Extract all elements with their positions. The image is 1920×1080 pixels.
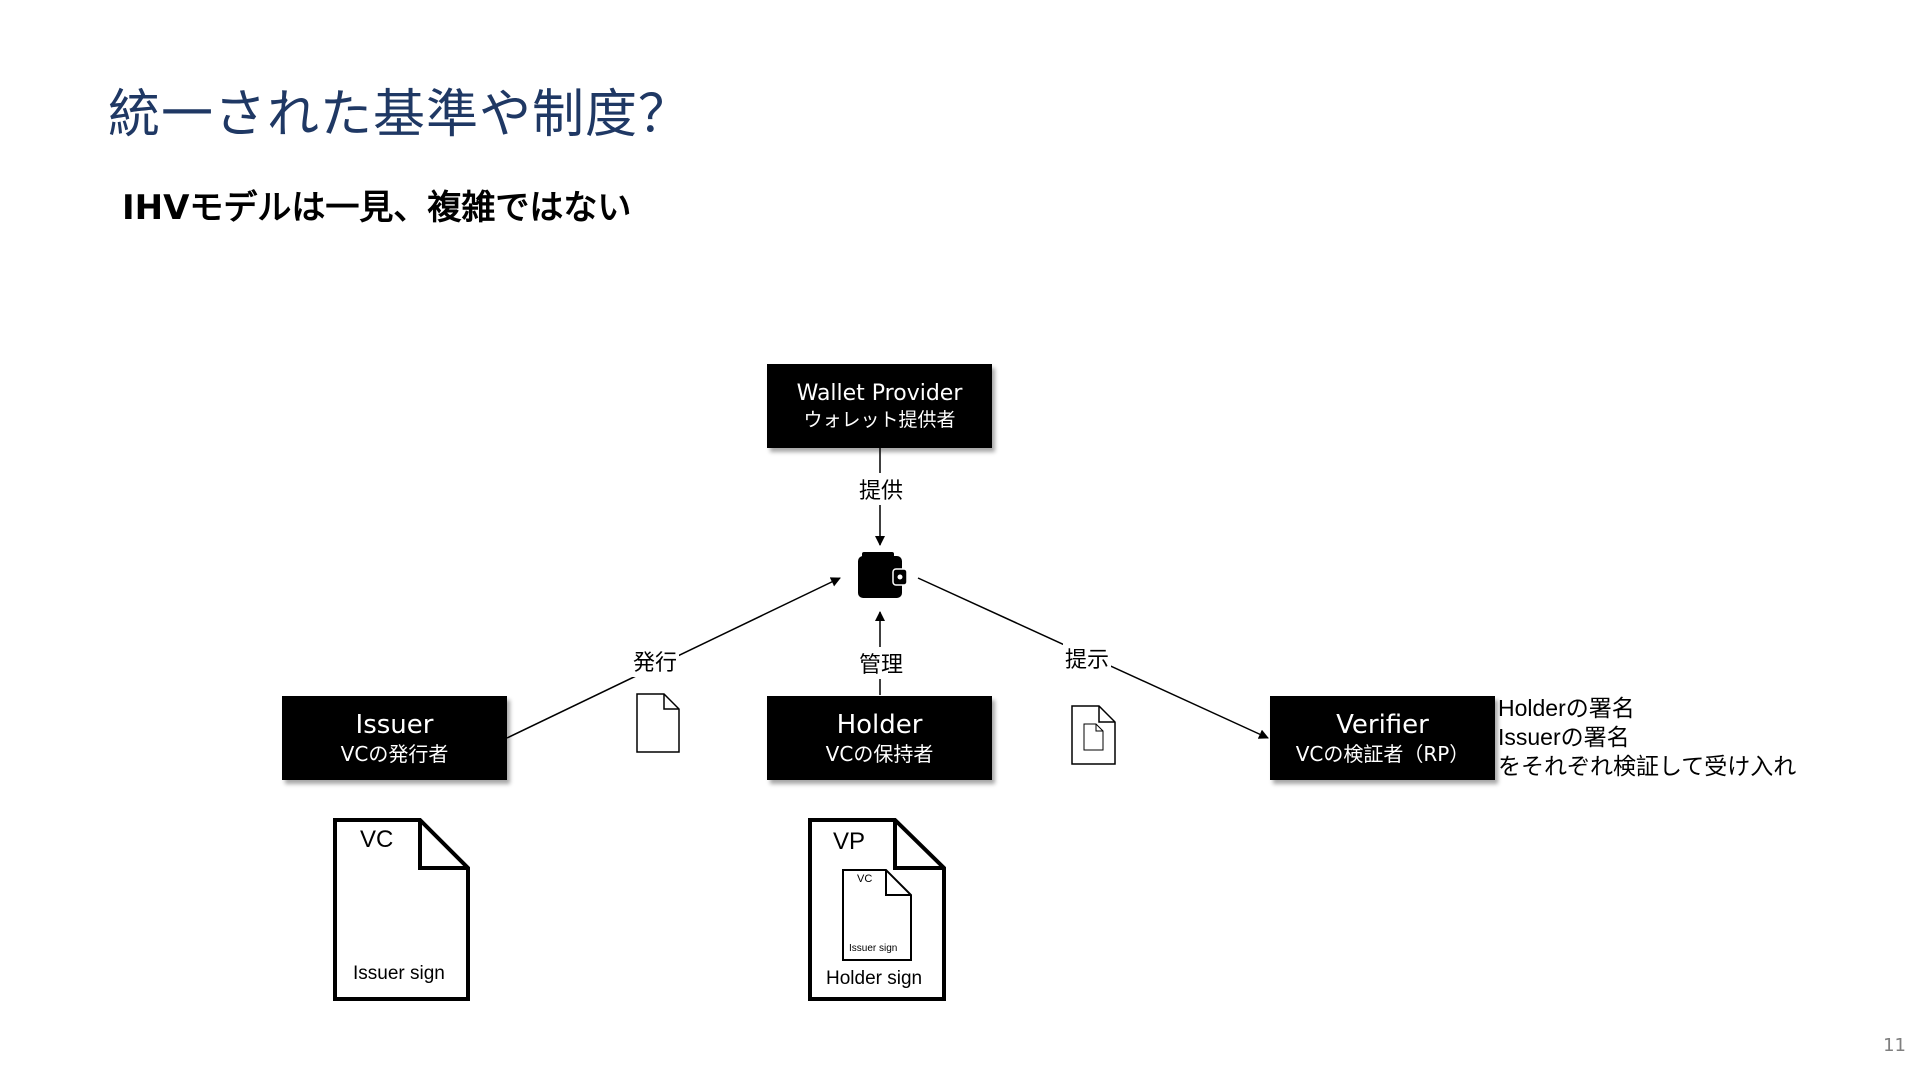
verifier-note: Holderの署名 Issuerの署名 をそれぞれ検証して受け入れ bbox=[1498, 694, 1796, 781]
page-number: 11 bbox=[1883, 1035, 1906, 1056]
issuer-box: Issuer VCの発行者 bbox=[282, 696, 507, 780]
wallet-icon bbox=[858, 552, 908, 598]
vc-doc-sign: Issuer sign bbox=[353, 963, 445, 984]
vp-inner-label: VC bbox=[857, 873, 873, 885]
vp-doc-label: VP bbox=[833, 828, 866, 855]
holder-box: Holder VCの保持者 bbox=[767, 696, 992, 780]
edge-label-present: 提示 bbox=[1063, 642, 1112, 674]
issuer-name: Issuer bbox=[355, 710, 434, 740]
verifier-name: Verifier bbox=[1336, 710, 1429, 740]
vc-document-shape bbox=[333, 818, 470, 1001]
vp-doc-sign: Holder sign bbox=[826, 968, 923, 989]
edge-label-provide: 提供 bbox=[857, 473, 906, 505]
wallet-provider-role: ウォレット提供者 bbox=[803, 409, 956, 431]
document-icon bbox=[1071, 705, 1116, 765]
vp-document-shape bbox=[808, 818, 946, 1001]
vc-doc-label: VC bbox=[360, 826, 394, 853]
verifier-box: Verifier VCの検証者（RP） bbox=[1270, 696, 1495, 780]
vp-inner-sign: Issuer sign bbox=[849, 943, 898, 954]
verifier-note-line: Issuerの署名 bbox=[1498, 724, 1630, 750]
wallet-provider-box: Wallet Provider ウォレット提供者 bbox=[767, 364, 992, 448]
slide-subtitle: IHVモデルは一見、複雑ではない bbox=[122, 188, 632, 228]
issuer-role: VCの発行者 bbox=[340, 742, 449, 766]
holder-role: VCの保持者 bbox=[825, 742, 934, 766]
holder-name: Holder bbox=[836, 710, 923, 740]
verifier-note-line: Holderの署名 bbox=[1498, 695, 1635, 721]
document-icon bbox=[636, 693, 680, 753]
edge-label-manage: 管理 bbox=[857, 647, 906, 679]
edge-label-issue: 発行 bbox=[631, 645, 680, 677]
verifier-role: VCの検証者（RP） bbox=[1295, 742, 1470, 766]
wallet-provider-name: Wallet Provider bbox=[796, 381, 963, 406]
slide-title: 統一された基準や制度？ bbox=[108, 85, 692, 145]
verifier-note-line: をそれぞれ検証して受け入れ bbox=[1498, 753, 1797, 779]
